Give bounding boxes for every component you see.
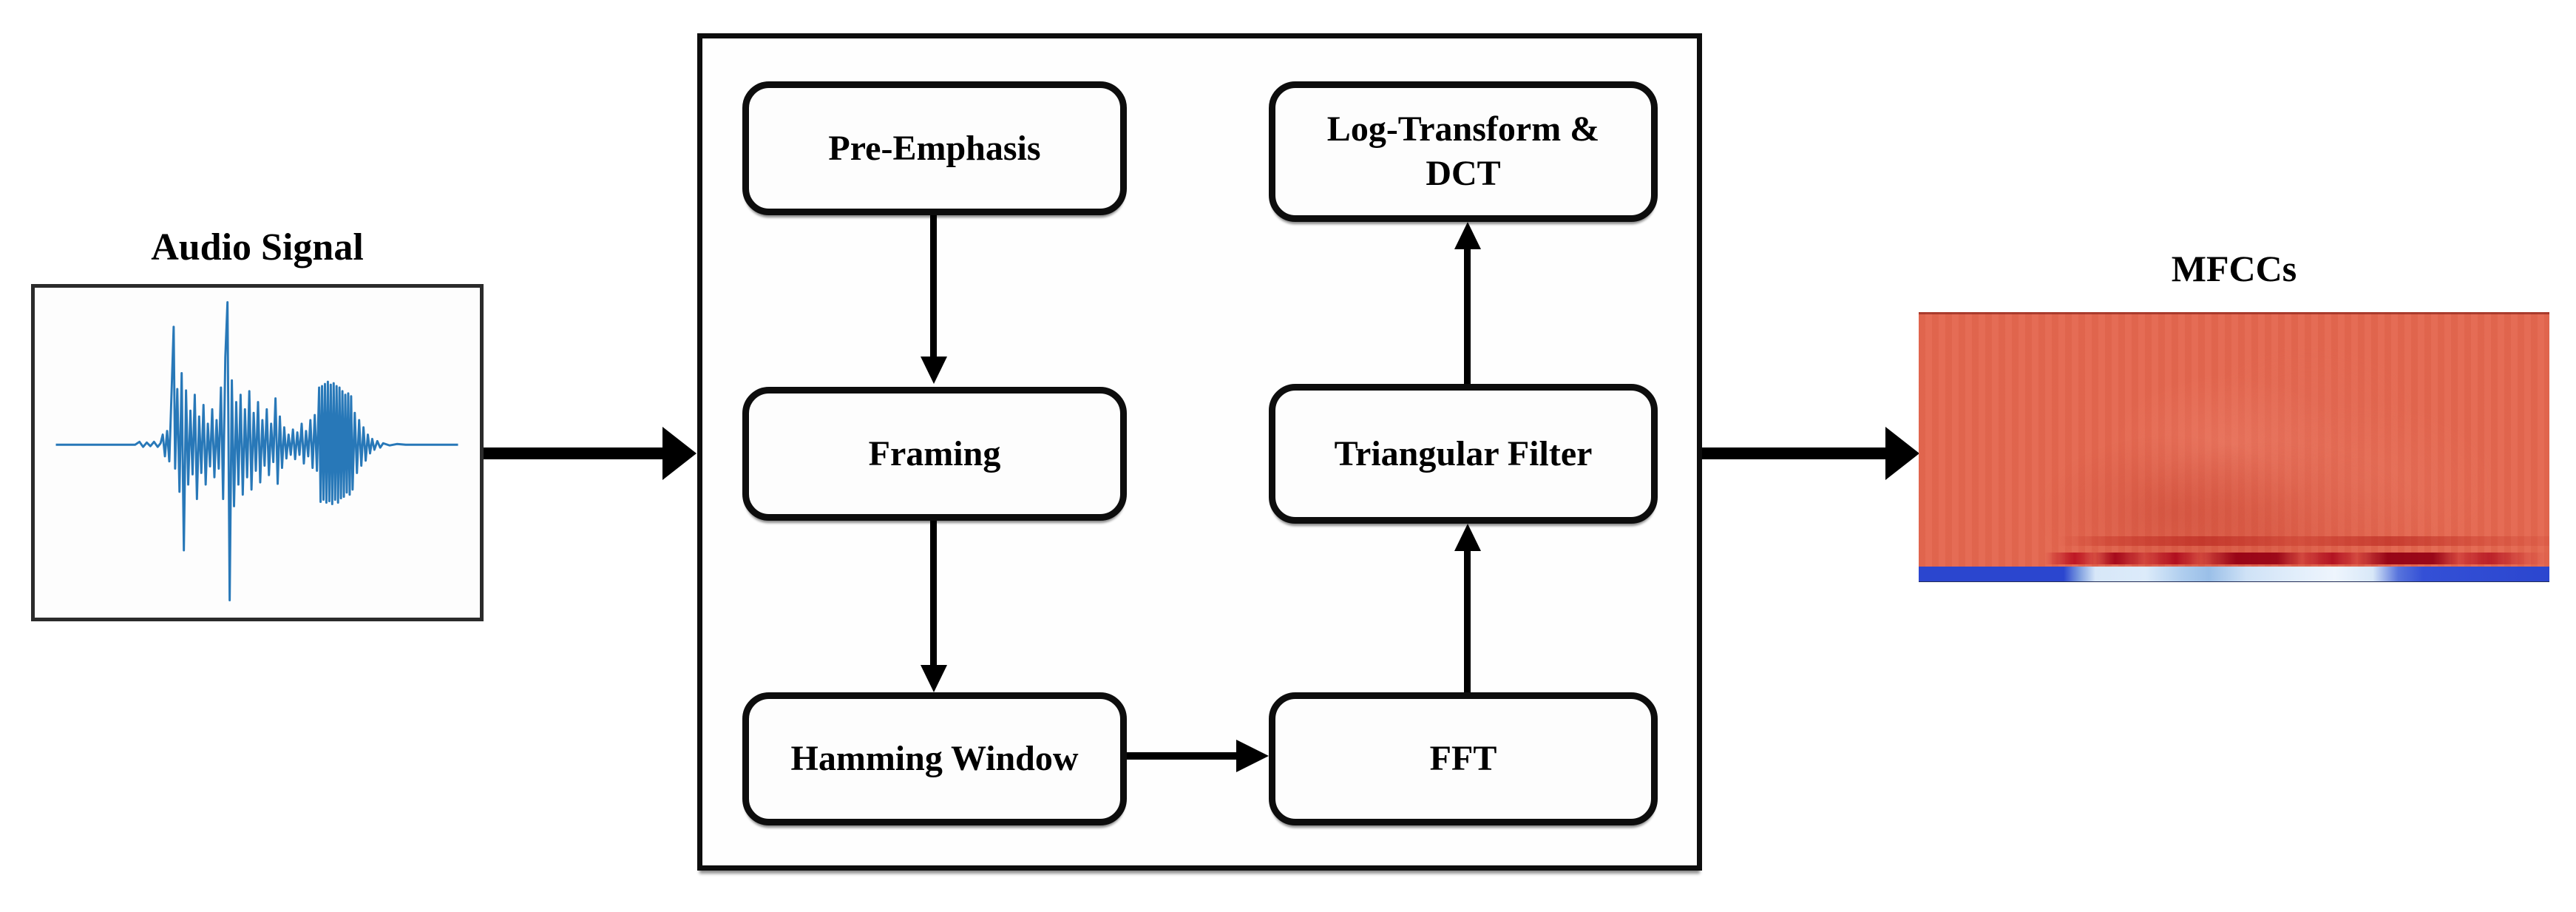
node-triangular-filter-label: Triangular Filter [1334, 433, 1593, 473]
mfcc-label: MFCCs [2171, 248, 2297, 289]
mfcc-heatmap [1919, 312, 2549, 582]
mfcc-heatmap-blue-stripe [1919, 567, 2549, 582]
node-framing: Framing [742, 387, 1127, 521]
node-log-transform-dct-label-line2: DCT [1426, 154, 1501, 193]
mfcc-heatmap-faint-band [1919, 536, 2549, 546]
audio-signal-label: Audio Signal [151, 226, 364, 268]
node-fft-label: FFT [1429, 739, 1497, 778]
mfcc-heatmap-dark-red-dash-row [2044, 553, 2549, 564]
node-framing-label: Framing [868, 433, 1001, 473]
node-fft: FFT [1269, 692, 1658, 825]
node-pre-emphasis: Pre-Emphasis [742, 81, 1127, 215]
audio-waveform-icon [55, 301, 458, 601]
node-log-transform-dct: Log-Transform & DCT [1269, 81, 1658, 222]
node-log-transform-dct-label-line1: Log-Transform & [1326, 109, 1600, 149]
node-triangular-filter: Triangular Filter [1269, 384, 1658, 524]
node-hamming-window: Hamming Window [742, 692, 1127, 825]
mfcc-heatmap-bottom-line [1919, 581, 2549, 582]
node-pre-emphasis-label: Pre-Emphasis [828, 128, 1041, 168]
audio-signal-box [31, 284, 484, 621]
node-hamming-window-label: Hamming Window [790, 739, 1079, 778]
